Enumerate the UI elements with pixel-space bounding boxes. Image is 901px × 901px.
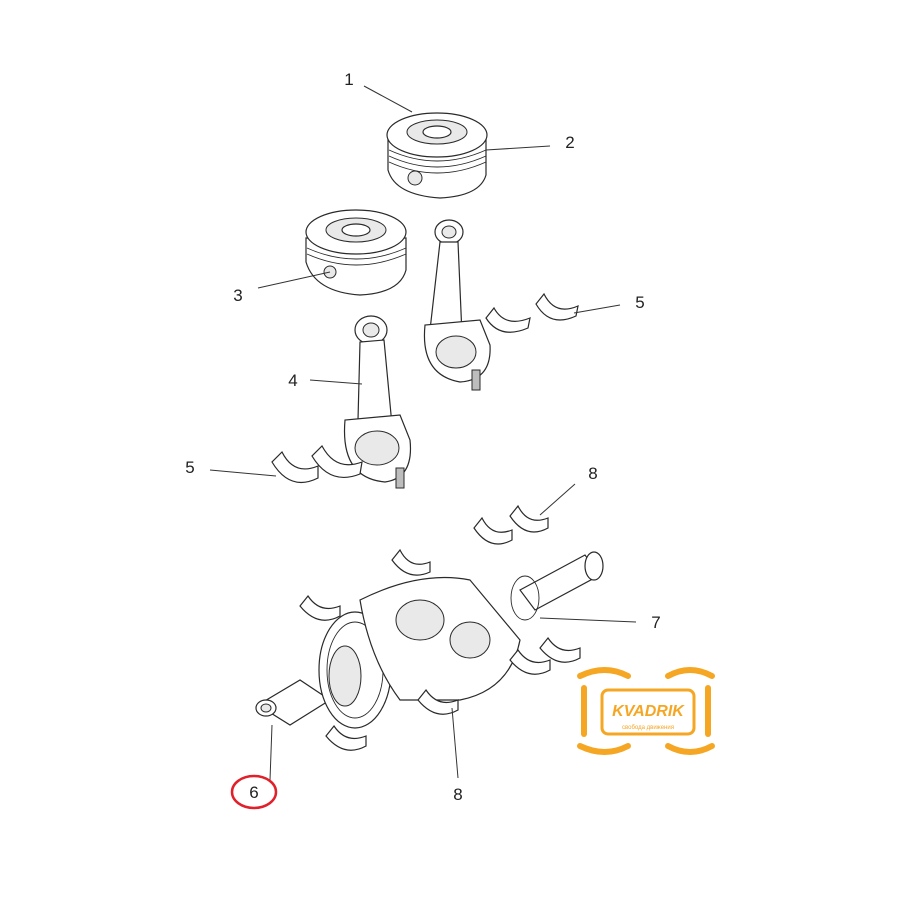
connecting-rod-lower [343,315,412,489]
connecting-rod-upper [423,219,491,391]
bearing-shells-upper [485,292,579,333]
main-bearing-shells [299,504,581,751]
kvadrik-watermark-logo: KVADRIK свобода движения [577,667,715,755]
callout-7: 7 [651,613,660,632]
callout-labels: 1 2 3 4 5 5 6 7 8 8 [185,70,660,804]
logo-brand: KVADRIK [612,703,685,720]
callout-3: 3 [233,286,242,305]
callout-1: 1 [344,70,353,89]
piston-upper [386,112,488,199]
callout-5-upper: 5 [635,293,644,312]
crankshaft [255,551,604,729]
piston-lower [305,209,407,296]
callout-2: 2 [565,133,574,152]
leader-lines [209,85,637,781]
callout-8-upper: 8 [588,464,597,483]
callout-8-lower: 8 [453,785,462,804]
callout-5-lower: 5 [185,458,194,477]
callout-6: 6 [249,783,258,802]
highlight-circle [230,774,278,810]
bearing-shells-lower [271,445,363,483]
logo-tagline: свобода движения [622,725,674,731]
callout-4: 4 [288,371,297,390]
